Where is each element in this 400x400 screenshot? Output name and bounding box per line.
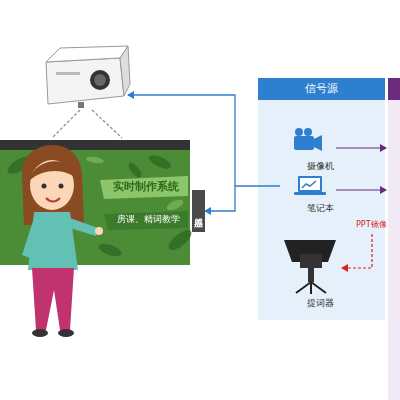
device-label: 摄像机 [280,160,360,173]
sensor-box: 感应器 [192,190,205,232]
title-ribbon [100,176,188,199]
camera-icon [294,128,322,151]
purple-header [388,78,400,100]
subtitle-ribbon [104,211,188,230]
note-label: PPT镜像 [356,219,387,230]
screen-bar [0,140,190,150]
beam-line [92,110,122,138]
source-panel: 信号源摄像机笔记本提词器 [258,78,385,320]
device-box: 笔记本 [280,170,360,215]
connector [205,186,280,211]
teleprompter-icon [284,240,336,294]
screen-title: 实时制作系统 [104,179,188,194]
edge-layer [205,186,280,211]
sensor-label: 感应器 [192,190,205,232]
device-label: 提词器 [280,297,360,310]
output-wire [336,189,386,190]
laptop-icon [294,176,326,195]
purple-panel [388,78,400,400]
device-label: 笔记本 [280,202,360,215]
signal-wire [128,95,235,186]
screen-box: 实时制作系统房课、精词教学 [0,140,190,265]
device-box: 提词器 [280,230,360,310]
device-box: 摄像机 [280,123,360,173]
mirror-wire [342,234,372,268]
output-wire [336,147,386,148]
screen-subtitle: 房课、精词教学 [108,213,188,226]
panel-header: 信号源 [258,78,385,100]
screen [0,140,190,265]
teacher-character [22,145,103,337]
leaves [5,152,195,263]
beam-line [52,110,80,138]
projector [46,46,130,108]
